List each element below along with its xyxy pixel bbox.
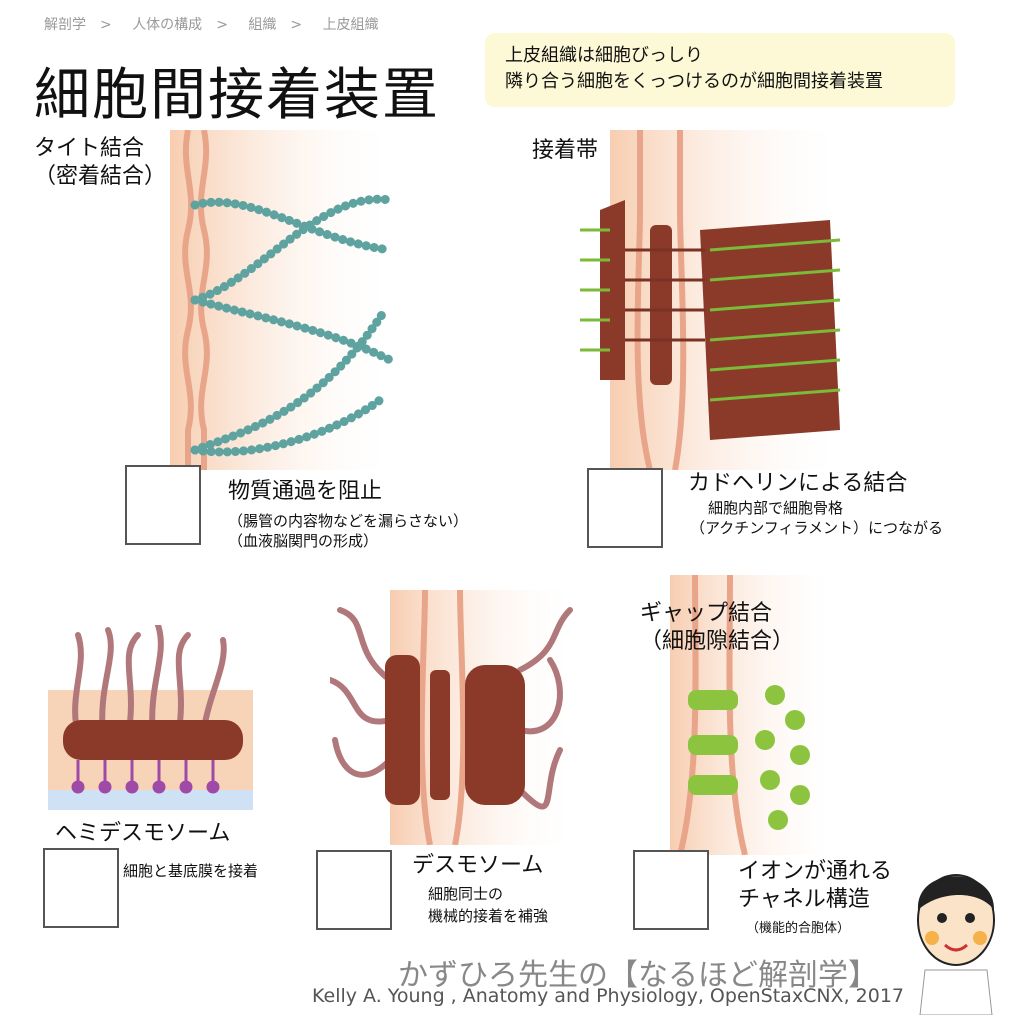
adherens-caption: カドヘリンによる結合 (688, 471, 908, 496)
adherens-sub: 細胞内部で細胞骨格 (708, 499, 844, 517)
tight-sub: （血液脳関門の形成） (228, 532, 379, 550)
desmosome-sub: 細胞同士の (428, 885, 504, 903)
breadcrumb: 解剖学 > 人体の構成 > 組織 > 上皮組織 (44, 14, 393, 34)
title-line: （細胞隙結合） (640, 629, 795, 654)
title-line: タイト結合 (34, 136, 145, 161)
page-title: 細胞間接着装置 (34, 63, 440, 128)
cell-location-icon (316, 850, 392, 930)
title-line: （密着結合） (34, 164, 167, 189)
gap-caption: チャネル構造 (738, 887, 870, 912)
breadcrumb-item[interactable]: 上皮組織 (322, 17, 379, 33)
desmosome-title: デスモソーム (412, 853, 544, 878)
title-line: ギャップ結合 (640, 601, 773, 626)
gap-junction-illustration (670, 575, 840, 855)
gap-caption: イオンが通れる (738, 859, 893, 884)
hemidesmosome-title: ヘミデスモソーム (55, 821, 231, 846)
adherens-sub: （アクチンフィラメント）につながる (690, 519, 944, 537)
desmosome-illustration (330, 590, 580, 845)
hemidesmosome-illustration (48, 625, 253, 810)
brand-credit: かずひろ先生の【なるほど解剖学】 (398, 958, 878, 993)
intro-note: 上皮組織は細胞びっしり 隣り合う細胞をくっつけるのが細胞間接着装置 (485, 33, 955, 107)
breadcrumb-item[interactable]: 人体の構成 (132, 17, 203, 33)
note-line: 上皮組織は細胞びっしり (505, 45, 703, 66)
gap-junction-title: ギャップ結合 （細胞隙結合） (640, 600, 794, 656)
tight-sub: （腸管の内容物などを漏らさない） (228, 512, 469, 530)
cell-location-icon (43, 848, 119, 928)
tight-junction-title: タイト結合 （密着結合） (34, 135, 166, 191)
breadcrumb-separator: > (290, 17, 303, 33)
breadcrumb-separator: > (216, 17, 228, 33)
cell-location-icon (587, 468, 663, 548)
teacher-mascot-icon (917, 874, 995, 1015)
breadcrumb-separator: > (100, 17, 112, 33)
cell-location-icon (125, 465, 201, 545)
source-credit: Kelly A. Young , Anatomy and Physiology,… (312, 985, 904, 1007)
breadcrumb-item[interactable]: 組織 (248, 17, 277, 33)
tight-junction-illustration (170, 130, 400, 470)
adherens-illustration (580, 130, 850, 470)
gap-sub: （機能的合胞体） (746, 921, 851, 936)
adherens-title: 接着帯 (532, 138, 599, 163)
desmosome-sub: 機械的接着を補強 (428, 907, 549, 925)
note-line: 隣り合う細胞をくっつけるのが細胞間接着装置 (505, 71, 883, 92)
tight-caption: 物質通過を阻止 (228, 479, 383, 504)
breadcrumb-item[interactable]: 解剖学 (44, 17, 86, 33)
hemidesmosome-caption: 細胞と基底膜を接着 (123, 862, 259, 880)
cell-location-icon (633, 850, 709, 930)
